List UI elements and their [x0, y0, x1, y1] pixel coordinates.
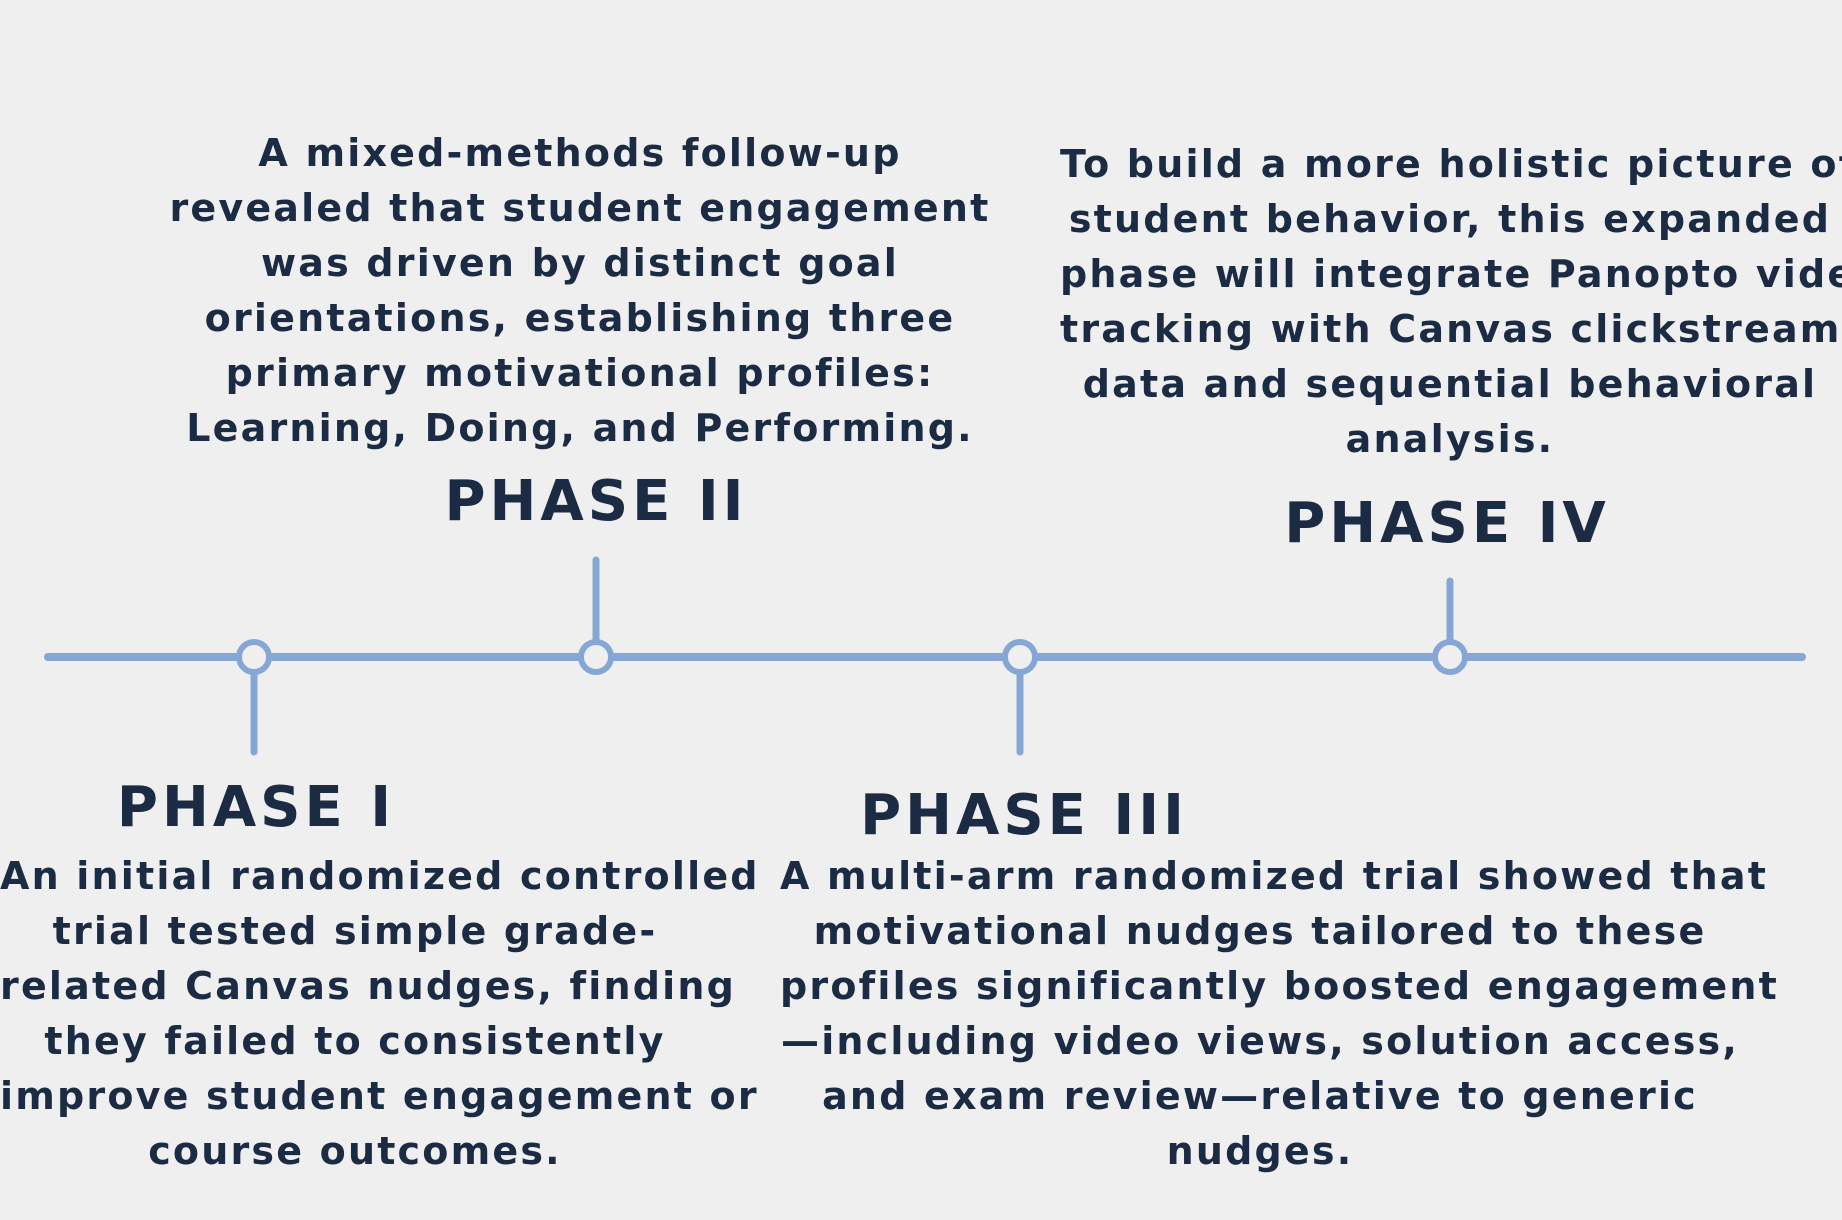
phase-3-description: A multi-arm randomized trial showed that… — [780, 849, 1779, 1179]
phase-2-description-line: primary motivational profiles: — [225, 351, 935, 395]
phase-2-description-line: was driven by distinct goal — [261, 241, 899, 285]
phase-1-description-line: improve student engagement or — [0, 1074, 759, 1118]
phase-2-node — [578, 639, 614, 675]
phase-4-description-line: student behavior, this expanded — [1068, 197, 1832, 241]
phase-4-title: PHASE IV — [1284, 491, 1610, 556]
phase-4-description: To build a more holistic picture of stud… — [1060, 137, 1842, 467]
phase-3-description-line: nudges. — [1166, 1129, 1354, 1173]
phase-1-description: An initial randomized controlled trial t… — [0, 849, 760, 1179]
phase-3-description-line: motivational nudges tailored to these — [813, 909, 1707, 953]
phase-4-description-line: data and sequential behavioral — [1082, 362, 1818, 406]
phase-3-description-line: and exam review—relative to generic — [822, 1074, 1698, 1118]
phase-1-description-line: An initial randomized controlled — [0, 854, 760, 898]
phase-2-description-line: orientations, establishing three — [204, 296, 956, 340]
phase-1-description-line: trial tested simple grade- — [52, 909, 658, 953]
phase-2-description-line: revealed that student engagement — [169, 186, 991, 230]
phase-2-description: A mixed-methods follow-up revealed that … — [160, 126, 1000, 456]
phase-1-description-line: they failed to consistently — [44, 1019, 666, 1063]
phase-1-description-line: related Canvas nudges, finding — [0, 964, 737, 1008]
phase-3-description-line: A multi-arm randomized trial showed that — [780, 854, 1769, 898]
phase-1-description-line: course outcomes. — [148, 1129, 562, 1173]
phase-4-description-line: phase will integrate Panopto video — [1060, 252, 1842, 296]
phase-3-node — [1002, 639, 1038, 675]
phase-3-title: PHASE III — [860, 783, 1188, 848]
phase-4-node — [1432, 639, 1468, 675]
phase-4-description-line: analysis. — [1345, 417, 1555, 461]
phase-2-description-line: A mixed-methods follow-up — [258, 131, 902, 175]
phase-1-title: PHASE I — [116, 775, 396, 840]
phase-2-description-line: Learning, Doing, and Performing. — [186, 406, 974, 450]
phase-4-description-line: tracking with Canvas clickstream — [1060, 307, 1842, 351]
phase-2-title: PHASE II — [444, 469, 748, 534]
phase-3-description-line: —including video views, solution access, — [781, 1019, 1739, 1063]
phase-1-node — [236, 639, 272, 675]
phase-4-description-line: To build a more holistic picture of — [1060, 142, 1842, 186]
phase-3-description-line: profiles significantly boosted engagemen… — [780, 964, 1779, 1008]
